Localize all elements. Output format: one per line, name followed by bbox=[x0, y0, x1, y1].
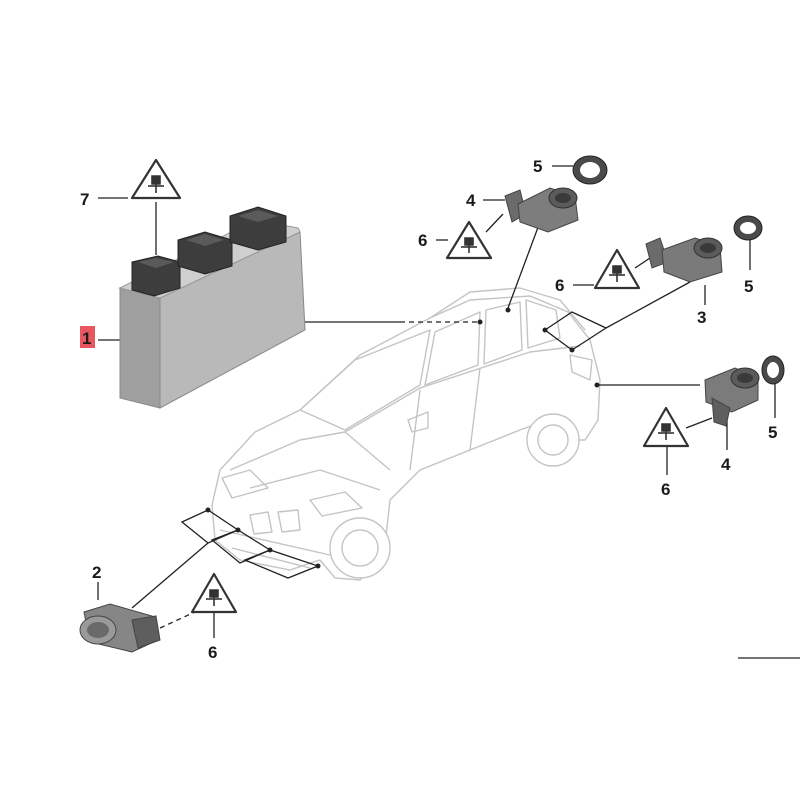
module-connector bbox=[177, 231, 233, 275]
sensor-ring-mid bbox=[733, 215, 763, 241]
module-connector bbox=[131, 255, 181, 297]
sensor-ring-top bbox=[572, 155, 608, 185]
callout-2: 2 bbox=[92, 563, 101, 582]
callout-5-right: 5 bbox=[768, 423, 777, 442]
callout-6-right: 6 bbox=[661, 480, 670, 499]
callout-6-top: 6 bbox=[418, 231, 427, 250]
esd-warning-icon bbox=[190, 572, 238, 614]
callout-highlight bbox=[80, 326, 95, 348]
parking-sensor-right bbox=[704, 367, 760, 427]
esd-warning-icon bbox=[593, 248, 641, 290]
module-connector bbox=[229, 206, 287, 251]
esd-warning-icon bbox=[445, 220, 493, 260]
parking-sensor-front bbox=[79, 603, 161, 653]
callout-6-front: 6 bbox=[208, 643, 217, 662]
parking-sensor-top bbox=[504, 187, 579, 233]
parking-sensor-rear bbox=[645, 237, 723, 283]
callout-5-top: 5 bbox=[533, 157, 542, 176]
esd-warning-icon bbox=[130, 158, 182, 200]
callout-6-mid: 6 bbox=[555, 276, 564, 295]
callout-3: 3 bbox=[697, 308, 706, 327]
sensor-ring-right bbox=[761, 355, 785, 385]
callout-4-right: 4 bbox=[721, 455, 731, 474]
control-unit bbox=[118, 206, 306, 409]
esd-warning-icon bbox=[642, 406, 690, 448]
leader-lines bbox=[97, 165, 800, 659]
callout-7: 7 bbox=[80, 190, 89, 209]
callout-4-top: 4 bbox=[466, 191, 476, 210]
callout-5-mid: 5 bbox=[744, 277, 753, 296]
callout-1: 1 bbox=[82, 329, 91, 348]
